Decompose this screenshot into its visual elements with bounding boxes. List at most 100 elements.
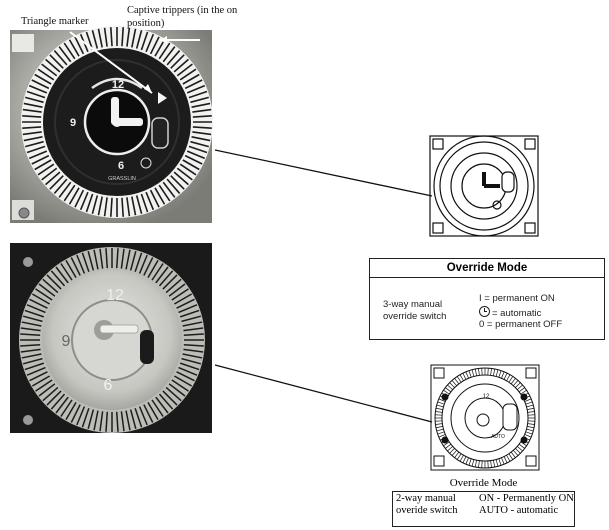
tripper-tooth — [525, 401, 533, 405]
tripper-tooth — [45, 171, 61, 186]
tripper-tooth — [165, 386, 182, 402]
tripper-tooth — [192, 126, 212, 130]
tripper-tooth — [26, 90, 46, 99]
tripper-tooth — [41, 167, 58, 181]
tripper-tooth — [63, 184, 76, 202]
timer-drawing-2: 12 AUTO — [430, 364, 540, 471]
tripper-tooth — [138, 406, 148, 426]
tripper-tooth — [38, 383, 56, 397]
tripper-tooth — [125, 410, 131, 431]
clock-icon — [479, 306, 490, 317]
tripper-tooth — [60, 399, 73, 417]
tripper-tooth — [474, 368, 477, 376]
tripper-tooth — [97, 28, 103, 48]
tripper-tooth — [501, 457, 505, 465]
tripper-tooth — [525, 431, 533, 435]
tripper-tooth — [45, 58, 61, 73]
override-mode-box-1: Override Mode 3-way manual override swit… — [369, 258, 605, 340]
tripper-tooth — [22, 357, 43, 365]
label-captive-trippers: Captive trippers (in the on position) — [127, 5, 238, 29]
tripper-tooth — [498, 458, 502, 466]
tripper-tooth — [87, 250, 95, 271]
tripper-tooth — [447, 446, 453, 452]
tripper-tooth — [46, 274, 62, 290]
tripper-tooth — [60, 263, 73, 281]
tripper-tooth — [527, 407, 535, 410]
tripper-tooth — [184, 154, 203, 165]
tripper-tooth — [105, 248, 109, 269]
tripper-tooth — [184, 79, 203, 90]
tripper-tooth — [179, 362, 200, 371]
switch-label-line-1: 2-way manual — [396, 493, 456, 504]
tripper-tooth — [456, 376, 462, 383]
tripper-tooth — [135, 30, 143, 49]
tripper-tooth — [31, 293, 51, 305]
tripper-tooth — [474, 460, 477, 468]
tripper-tooth — [22, 315, 43, 323]
tripper-tooth — [134, 252, 143, 273]
tripper-tooth — [182, 159, 200, 171]
tripper-tooth — [58, 181, 72, 198]
tripper-tooth — [81, 252, 90, 273]
tripper-tooth — [526, 404, 534, 408]
tripper-tooth — [490, 368, 492, 376]
tripper-tooth — [183, 327, 204, 332]
override-box-2-title: Override Mode — [449, 477, 518, 489]
tripper-tooth — [35, 379, 53, 392]
tripper-tooth — [24, 362, 45, 371]
tripper-tooth — [447, 384, 453, 390]
option-automatic-text: = automatic — [492, 308, 542, 319]
tripper-tooth — [120, 248, 125, 269]
tripper-tooth — [471, 369, 475, 377]
tripper-tooth — [449, 448, 455, 454]
tripper-tooth — [192, 114, 212, 118]
tripper-tooth — [513, 450, 519, 456]
tripper-tooth — [506, 455, 511, 462]
tripper-tooth — [493, 460, 496, 468]
tripper-tooth — [524, 398, 532, 402]
timer-dial-photo-2: 12 9 6 — [19, 247, 205, 433]
tripper-tooth — [524, 434, 532, 438]
tripper-tooth — [145, 33, 155, 53]
tripper-tooth — [190, 140, 209, 148]
tripper-tooth — [192, 108, 212, 113]
tripper-tooth — [158, 42, 171, 60]
dial1-numeral-6: 6 — [118, 160, 124, 172]
tripper-tooth — [515, 448, 521, 454]
tripper-tooth — [49, 54, 64, 69]
tripper-tooth — [31, 154, 50, 165]
tripper-tooth — [53, 178, 68, 194]
tripper-tooth — [20, 333, 41, 337]
tripper-tooth — [176, 63, 193, 77]
tripper-tooth — [178, 304, 198, 314]
tripper-tooth — [129, 409, 137, 430]
tripper-tooth — [143, 404, 154, 423]
tripper-tooth — [478, 460, 480, 468]
tripper-tooth — [503, 456, 508, 463]
tripper-tooth — [20, 343, 41, 347]
tripper-tooth — [38, 283, 56, 297]
tripper-tooth — [25, 96, 44, 104]
tripper-tooth — [143, 257, 154, 276]
dial1-brand: GRASSLIN — [108, 176, 136, 182]
tripper-tooth — [151, 263, 164, 281]
tripper-tooth — [186, 84, 206, 94]
tripper-tooth — [70, 257, 81, 276]
tripper-tooth — [454, 378, 460, 385]
tripper-tooth — [151, 399, 164, 417]
switch-label-line-2: overide switch — [396, 505, 458, 516]
tripper-tooth — [22, 131, 42, 136]
tripper-tooth — [158, 393, 174, 410]
tripper-tooth — [182, 353, 203, 359]
triangle-marker — [158, 92, 167, 104]
tripper-tooth — [81, 407, 90, 428]
dial3-auto-label: AUTO — [491, 434, 505, 440]
tripper-tooth — [149, 36, 160, 55]
tripper-tooth — [103, 197, 108, 217]
tripper-tooth — [176, 371, 195, 382]
tripper-tooth — [166, 178, 181, 194]
tripper-tooth — [182, 321, 203, 327]
tripper-tooth — [517, 384, 523, 390]
tripper-tooth — [35, 288, 53, 301]
